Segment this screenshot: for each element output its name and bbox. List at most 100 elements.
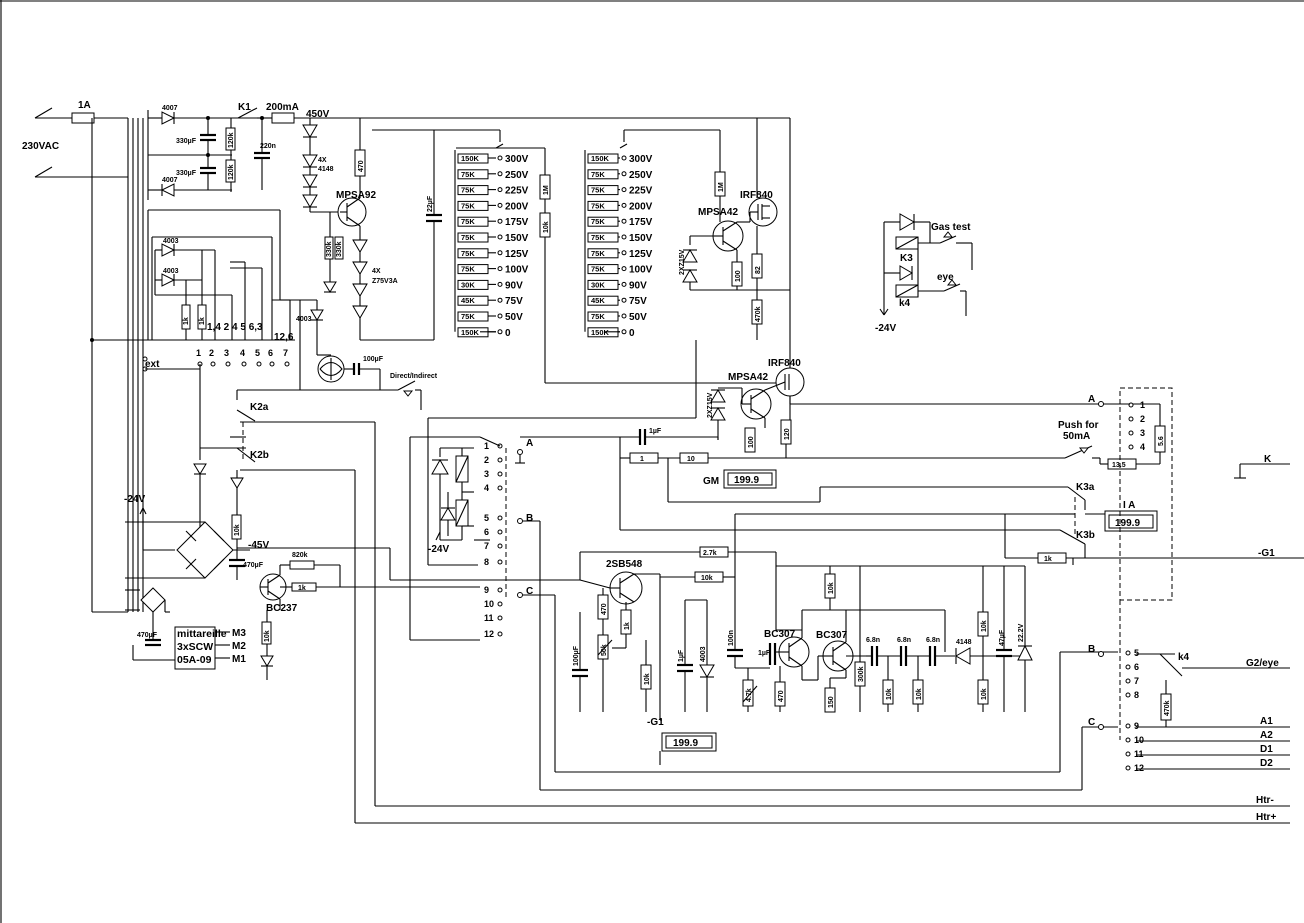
ladder-resistor-label: 75K bbox=[461, 312, 475, 321]
ladder-resistor-label: 75K bbox=[591, 265, 605, 274]
svg-text:2: 2 bbox=[209, 348, 214, 358]
ladder-resistor-label: 150K bbox=[461, 154, 480, 163]
svg-text:GM: GM bbox=[703, 476, 719, 487]
svg-text:BC307: BC307 bbox=[816, 630, 848, 641]
svg-text:-24V: -24V bbox=[875, 323, 896, 334]
voltage-tap-label: 0 bbox=[505, 328, 511, 339]
svg-text:470: 470 bbox=[601, 603, 608, 615]
ladder-resistor-label: 75K bbox=[591, 217, 605, 226]
right-pin-label: 12 bbox=[1134, 763, 1144, 773]
ladder-resistor-label: 75K bbox=[461, 170, 475, 179]
svg-text:10k: 10k bbox=[981, 620, 988, 632]
ladder-tap bbox=[497, 218, 503, 224]
svg-text:470k: 470k bbox=[755, 306, 762, 322]
ladder-resistor-label: 45K bbox=[591, 296, 605, 305]
ladder-tap bbox=[497, 202, 503, 208]
svg-text:199.9: 199.9 bbox=[1115, 518, 1140, 529]
svg-text:2.7k: 2.7k bbox=[703, 550, 717, 557]
right-pin-contact bbox=[1125, 692, 1131, 698]
svg-text:10k: 10k bbox=[701, 575, 713, 582]
svg-text:82: 82 bbox=[755, 266, 762, 274]
svg-text:1M: 1M bbox=[543, 185, 550, 195]
socket-pin-label: 4 bbox=[484, 483, 489, 493]
right-pin-label: 7 bbox=[1134, 676, 1139, 686]
svg-text:100: 100 bbox=[748, 436, 755, 448]
svg-text:1: 1 bbox=[640, 456, 644, 463]
gas-test-circuit: Gas test K3 eye k4 -24V bbox=[875, 213, 973, 334]
right-pin-contact bbox=[1125, 664, 1131, 670]
svg-text:2SB548: 2SB548 bbox=[606, 559, 643, 570]
svg-text:450V: 450V bbox=[306, 109, 330, 120]
transistor-bc307-a: BC307 bbox=[764, 629, 810, 668]
ladder-resistor-label: 30K bbox=[591, 280, 605, 289]
svg-text:BC237: BC237 bbox=[266, 603, 298, 614]
svg-text:Direct/Indirect: Direct/Indirect bbox=[390, 373, 438, 380]
voltage-tap-label: 50V bbox=[629, 312, 647, 323]
ladder-tap bbox=[497, 266, 503, 272]
ladder-tap bbox=[497, 329, 503, 335]
ladder-tap bbox=[497, 155, 503, 161]
svg-text:I A: I A bbox=[1123, 500, 1135, 511]
svg-text:Gas test: Gas test bbox=[931, 222, 971, 233]
ladder-tap bbox=[621, 281, 627, 287]
ladder-tap bbox=[497, 250, 503, 256]
svg-text:K2a: K2a bbox=[250, 402, 269, 413]
svg-text:330µF: 330µF bbox=[176, 138, 197, 145]
ladder-resistor-label: 75K bbox=[591, 201, 605, 210]
right-pin-label: 1 bbox=[1140, 400, 1145, 410]
svg-text:B: B bbox=[526, 513, 533, 524]
voltage-tap-label: 200V bbox=[629, 201, 653, 212]
ladder-resistor-label: 75K bbox=[461, 217, 475, 226]
right-pin-label: 8 bbox=[1134, 690, 1139, 700]
transistor-mpsa42-a: MPSA42 bbox=[698, 207, 744, 252]
svg-text:50mA: 50mA bbox=[1063, 431, 1090, 442]
svg-text:10k: 10k bbox=[644, 673, 651, 685]
zener-z75v3a: 4X Z75V3A bbox=[352, 239, 398, 319]
svg-text:6.8n: 6.8n bbox=[897, 637, 911, 644]
socket-pin-contact bbox=[497, 587, 503, 593]
svg-text:1k: 1k bbox=[1044, 556, 1052, 563]
right-pin-label: 4 bbox=[1140, 442, 1145, 452]
right-pin-label: 11 bbox=[1134, 749, 1144, 759]
svg-text:1µF: 1µF bbox=[758, 650, 771, 657]
fuse-1a bbox=[71, 112, 95, 124]
voltage-tap-label: 90V bbox=[505, 280, 523, 291]
svg-text:BC307: BC307 bbox=[764, 629, 796, 640]
svg-text:10k: 10k bbox=[264, 630, 271, 642]
svg-text:1M: 1M bbox=[718, 182, 725, 192]
socket-pin-label: 5 bbox=[484, 513, 489, 523]
svg-text:-G1: -G1 bbox=[1258, 548, 1275, 559]
ladder-resistor-label: 75K bbox=[591, 312, 605, 321]
svg-text:10k: 10k bbox=[543, 221, 550, 233]
svg-text:3xSCW: 3xSCW bbox=[177, 641, 213, 653]
right-pin-label: 5 bbox=[1134, 648, 1139, 658]
svg-text:199.9: 199.9 bbox=[673, 738, 698, 749]
svg-text:1µF: 1µF bbox=[678, 649, 685, 662]
svg-text:K3b: K3b bbox=[1076, 530, 1095, 541]
ladder-resistor-label: 150K bbox=[591, 154, 610, 163]
svg-text:120k: 120k bbox=[228, 132, 235, 148]
ladder-resistor-label: 45K bbox=[461, 296, 475, 305]
svg-text:13.5: 13.5 bbox=[1112, 462, 1126, 469]
socket-pin-contact bbox=[497, 457, 503, 463]
svg-text:1A: 1A bbox=[78, 100, 91, 111]
ladder-tap bbox=[621, 187, 627, 193]
ladder-resistor-label: 75K bbox=[591, 233, 605, 242]
ladder-tap bbox=[621, 250, 627, 256]
ladder-tap bbox=[497, 281, 503, 287]
svg-text:4: 4 bbox=[240, 348, 245, 358]
voltage-tap-label: 100V bbox=[505, 265, 529, 276]
svg-text:470k: 470k bbox=[1164, 700, 1171, 716]
svg-text:K2b: K2b bbox=[250, 450, 269, 461]
ladder-resistor-label: 30K bbox=[461, 280, 475, 289]
svg-text:330µF: 330µF bbox=[176, 170, 197, 177]
voltage-tap-label: 0 bbox=[629, 328, 635, 339]
ladder-resistor-label: 75K bbox=[591, 170, 605, 179]
voltage-tap-label: 150V bbox=[629, 233, 653, 244]
svg-text:K: K bbox=[1264, 454, 1272, 465]
svg-text:1k: 1k bbox=[183, 317, 190, 325]
svg-text:Htr-: Htr- bbox=[1256, 795, 1274, 806]
ladder-tap bbox=[621, 266, 627, 272]
